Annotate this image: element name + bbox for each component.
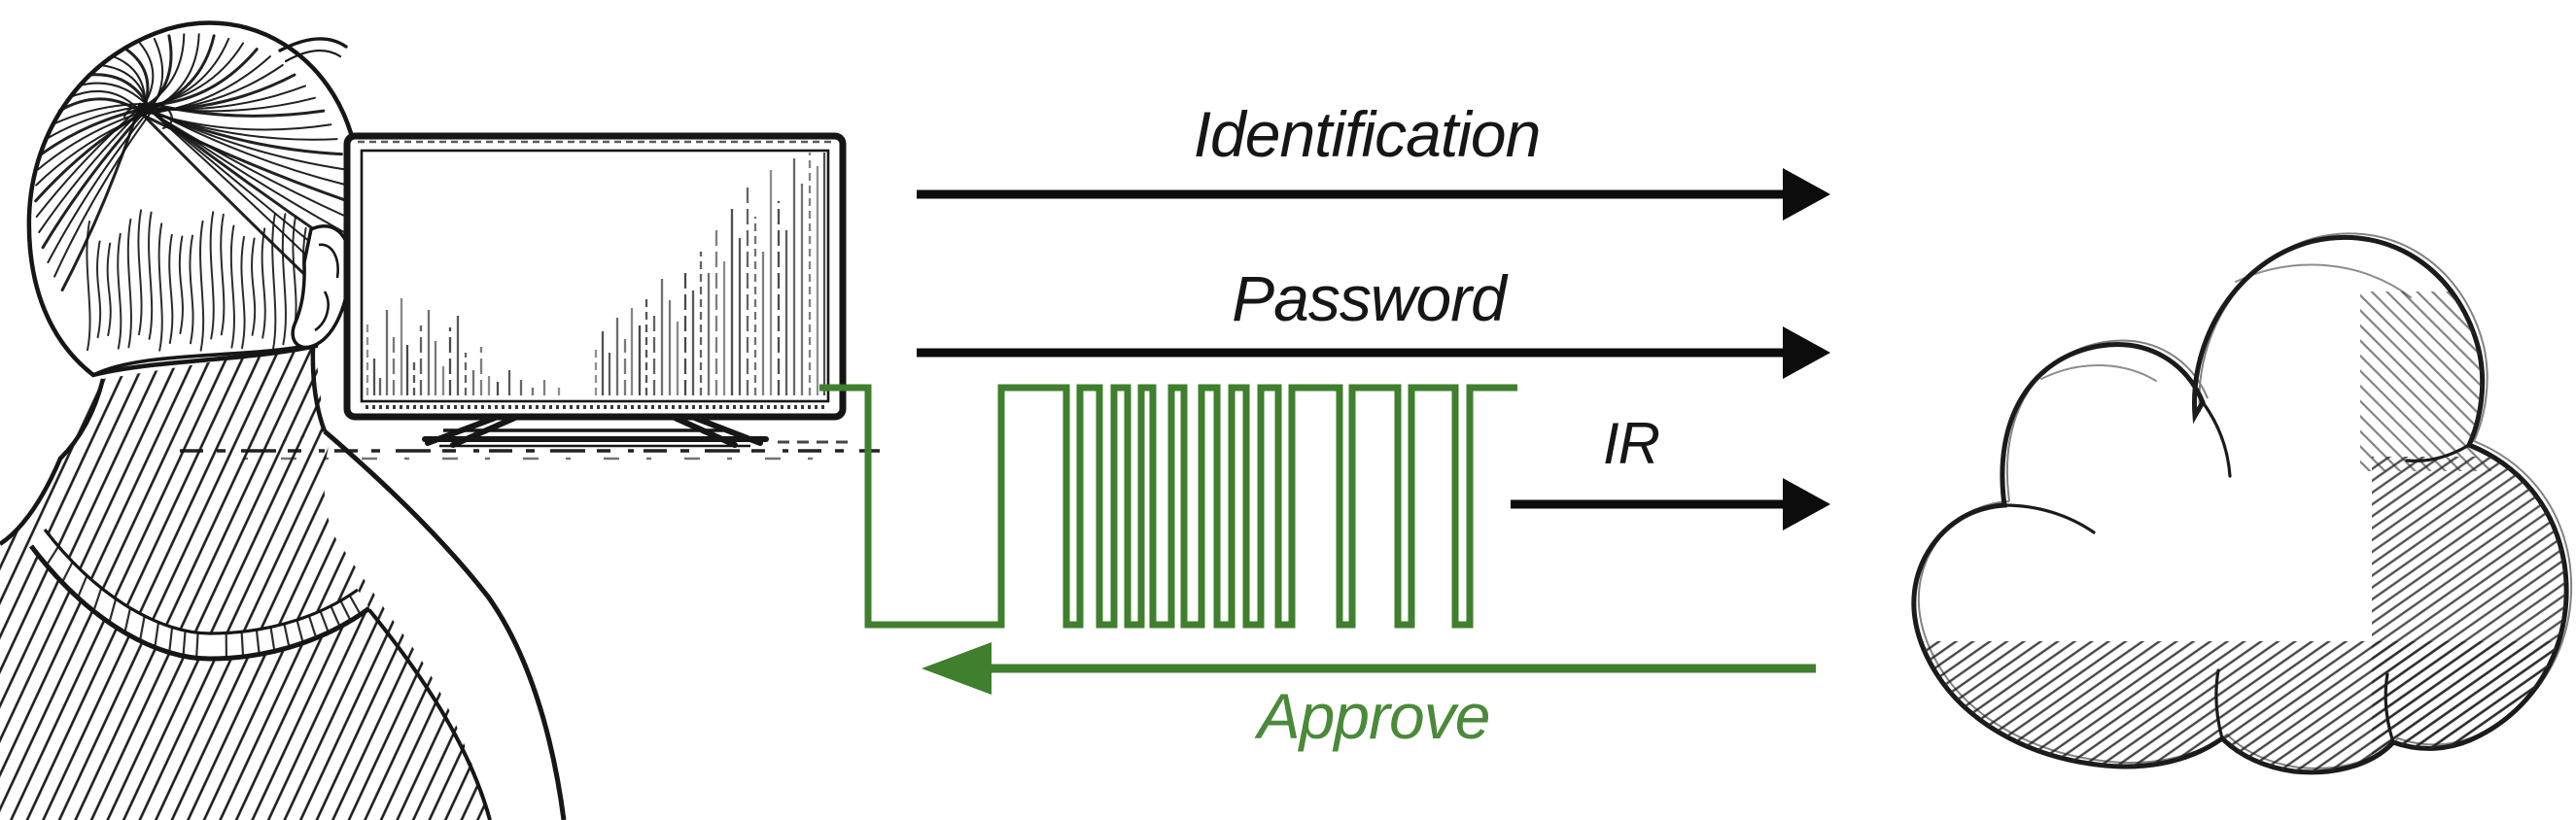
approve-arrow [922,642,1816,695]
person-hairline [92,342,317,377]
person-ear-inner [314,243,339,332]
hair-stroke [251,237,257,336]
collar-tick [123,607,132,633]
hair-stroke [117,232,122,350]
hair-stroke [140,96,316,113]
hair-stroke [261,227,266,339]
collar-tick [168,627,174,653]
hair-stroke [199,220,205,352]
hair-stroke [271,213,277,352]
approve-label: Approve [1254,680,1490,752]
collar-tick [61,561,74,583]
hair-stroke [157,222,163,352]
collar-tick [307,615,318,638]
hair-stroke [141,104,348,187]
hair-stroke [209,211,215,340]
hair-stroke [139,111,323,291]
collar-tick [45,545,60,566]
collar-tick [255,630,261,655]
person-neck-outline-left [0,378,106,546]
collar-tick [339,599,352,622]
collar-tick [240,632,245,658]
collar-tick [108,598,118,624]
hair-stroke [189,234,194,345]
hair-stroke [126,218,132,349]
hair-stroke [148,34,173,108]
hair-stroke [220,213,226,336]
ir-signal-path [819,384,1517,629]
password-label: Password [1232,262,1509,334]
cloud-sketch [1911,232,2573,775]
collar-tick [77,575,88,598]
tv-inner-frame [360,149,830,403]
hair-stroke [67,89,141,112]
hair-stroke [35,111,153,187]
collar-tick [154,622,160,648]
person-sleeve-seam [367,608,492,820]
hair-stroke [122,106,148,119]
collar-inner-line [43,529,359,635]
hair-stroke [137,209,143,336]
hair-stroke [281,213,287,346]
person-collar [29,529,371,662]
arrows-layer [917,168,1830,695]
hair-stroke [47,110,150,263]
ir-arrow [1511,478,1830,530]
ir-signal-waveform [819,384,1517,629]
cloud-inner-arcs [2002,263,2471,744]
hair-stroke [240,235,246,350]
person-neck [58,346,325,460]
hair-stroke [41,107,149,250]
ir-label: IR [1603,411,1659,476]
hair-stroke [51,103,145,126]
hair-stroke [53,112,152,278]
person-sketch [0,20,567,820]
hair-stroke [144,103,173,130]
collar-tick [195,632,199,659]
person-shoulder-outline [323,429,567,820]
cloud-outline-sketch-pass [1917,232,2573,769]
hair-stroke [86,221,91,352]
password-arrow [917,326,1830,379]
person-neck-outline-right [310,347,328,432]
collar-tick [283,623,291,648]
hair-stroke [60,102,142,291]
hair-stroke [139,42,155,111]
collar-tick [182,631,187,657]
hair-stroke [40,106,150,156]
collar-tick [296,619,304,644]
collar-tick [348,595,362,616]
collar-tick [138,615,146,641]
hair-stroke [178,235,184,334]
hair-stroke [148,211,154,340]
hair-stroke [150,102,326,118]
identification-label: Identification [1194,98,1541,170]
tv-screen-bars [366,153,826,395]
collar-tick [330,605,341,628]
tv-stand [422,414,769,448]
identification-arrow [917,168,1830,221]
hair-stroke [149,48,259,107]
hair-stroke [106,242,112,336]
hair-stroke [147,33,186,105]
hair-flick [278,37,348,52]
hair-stroke [37,109,151,171]
labels-layer: Identification Password IR Approve [1194,98,1660,752]
collar-ticks [45,545,362,659]
hair-stroke [229,224,235,349]
hair-stroke [96,240,102,339]
collar-tick [319,610,330,633]
collar-tick [269,627,276,652]
tv-sketch [180,132,880,461]
person-shoulder-highlight [324,439,564,820]
hair-flick-2 [284,50,342,63]
hair-stroke [168,233,174,344]
collar-tick [92,587,103,612]
